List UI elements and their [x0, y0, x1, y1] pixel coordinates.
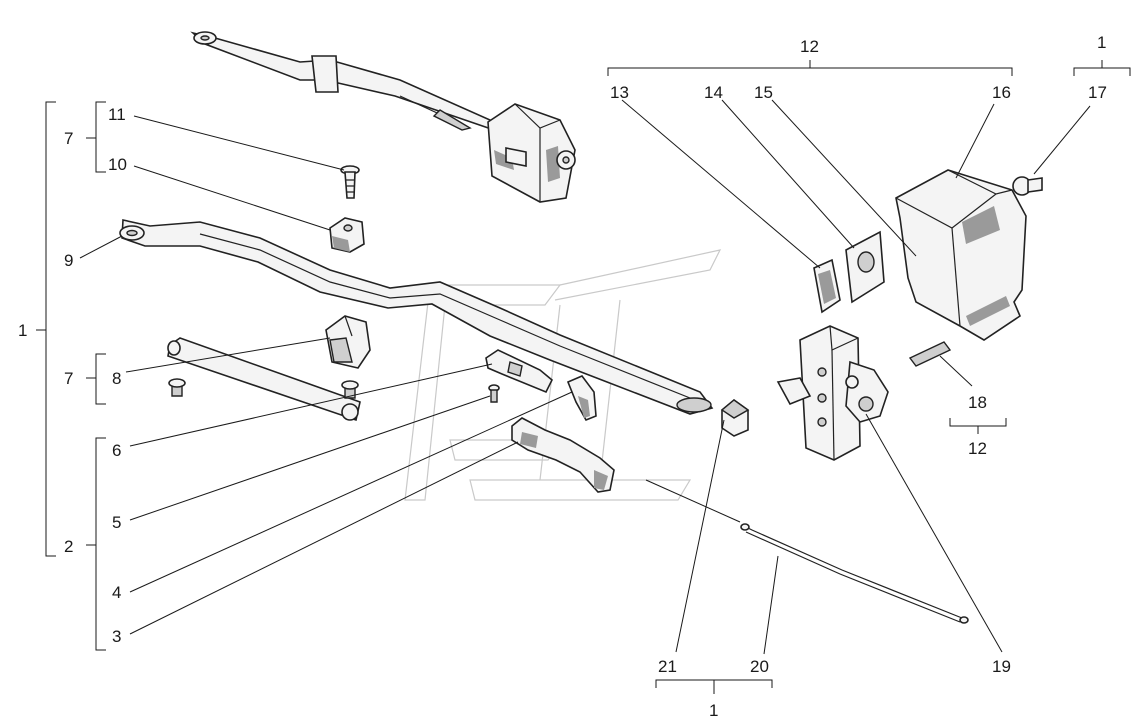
callout-3: 3	[112, 627, 121, 646]
callout-6: 6	[112, 441, 121, 460]
bolt-part-5	[488, 384, 500, 403]
bushing-part-8	[325, 315, 371, 369]
cover-part-16	[895, 169, 1027, 341]
callout-8: 8	[112, 369, 121, 388]
callout-12-top: 12	[800, 37, 819, 56]
bracket-part-3	[511, 417, 615, 493]
callout-16: 16	[992, 83, 1011, 102]
callout-9: 9	[64, 251, 73, 270]
clamp-half-part-10	[329, 217, 365, 253]
callout-14: 14	[704, 83, 723, 102]
callout-10: 10	[108, 155, 127, 174]
bracket-part-6	[485, 349, 553, 394]
callout-18: 18	[968, 393, 987, 412]
leader-lines	[79, 99, 1091, 655]
callout-7-lower: 7	[64, 369, 73, 388]
callout-15: 15	[754, 83, 773, 102]
callout-5: 5	[112, 513, 121, 532]
callout-labels: 1 7 11 10 9 7 8 6 5 2 4 3 12 1 13 14 15 …	[18, 33, 1107, 720]
block-part-21	[720, 398, 750, 437]
callout-20: 20	[750, 657, 769, 676]
callout-11: 11	[108, 105, 126, 124]
callout-1-left: 1	[18, 321, 27, 340]
strip-part-18	[908, 341, 952, 367]
callout-1-top-right: 1	[1097, 33, 1106, 52]
upper-bar-assembly	[190, 31, 576, 203]
group-braces	[36, 60, 1131, 694]
link-rod	[167, 337, 361, 422]
screw-part-17	[1012, 176, 1043, 196]
switch-body-part-19	[776, 325, 889, 461]
callout-17: 17	[1088, 83, 1107, 102]
gasket-part-14	[845, 230, 885, 304]
callout-21: 21	[658, 657, 677, 676]
callout-12-lower: 12	[968, 439, 987, 458]
main-bar-part-9	[119, 219, 714, 415]
callout-19: 19	[992, 657, 1011, 676]
pad-part-4	[566, 375, 597, 422]
plate-part-13	[813, 258, 841, 314]
callout-2: 2	[64, 537, 73, 556]
callout-13: 13	[610, 83, 629, 102]
callout-1-bottom: 1	[709, 701, 718, 720]
callout-7-upper: 7	[64, 129, 73, 148]
wire-rod-part-20	[740, 523, 969, 624]
callout-4: 4	[112, 583, 121, 602]
bolt-part-11	[340, 165, 360, 199]
